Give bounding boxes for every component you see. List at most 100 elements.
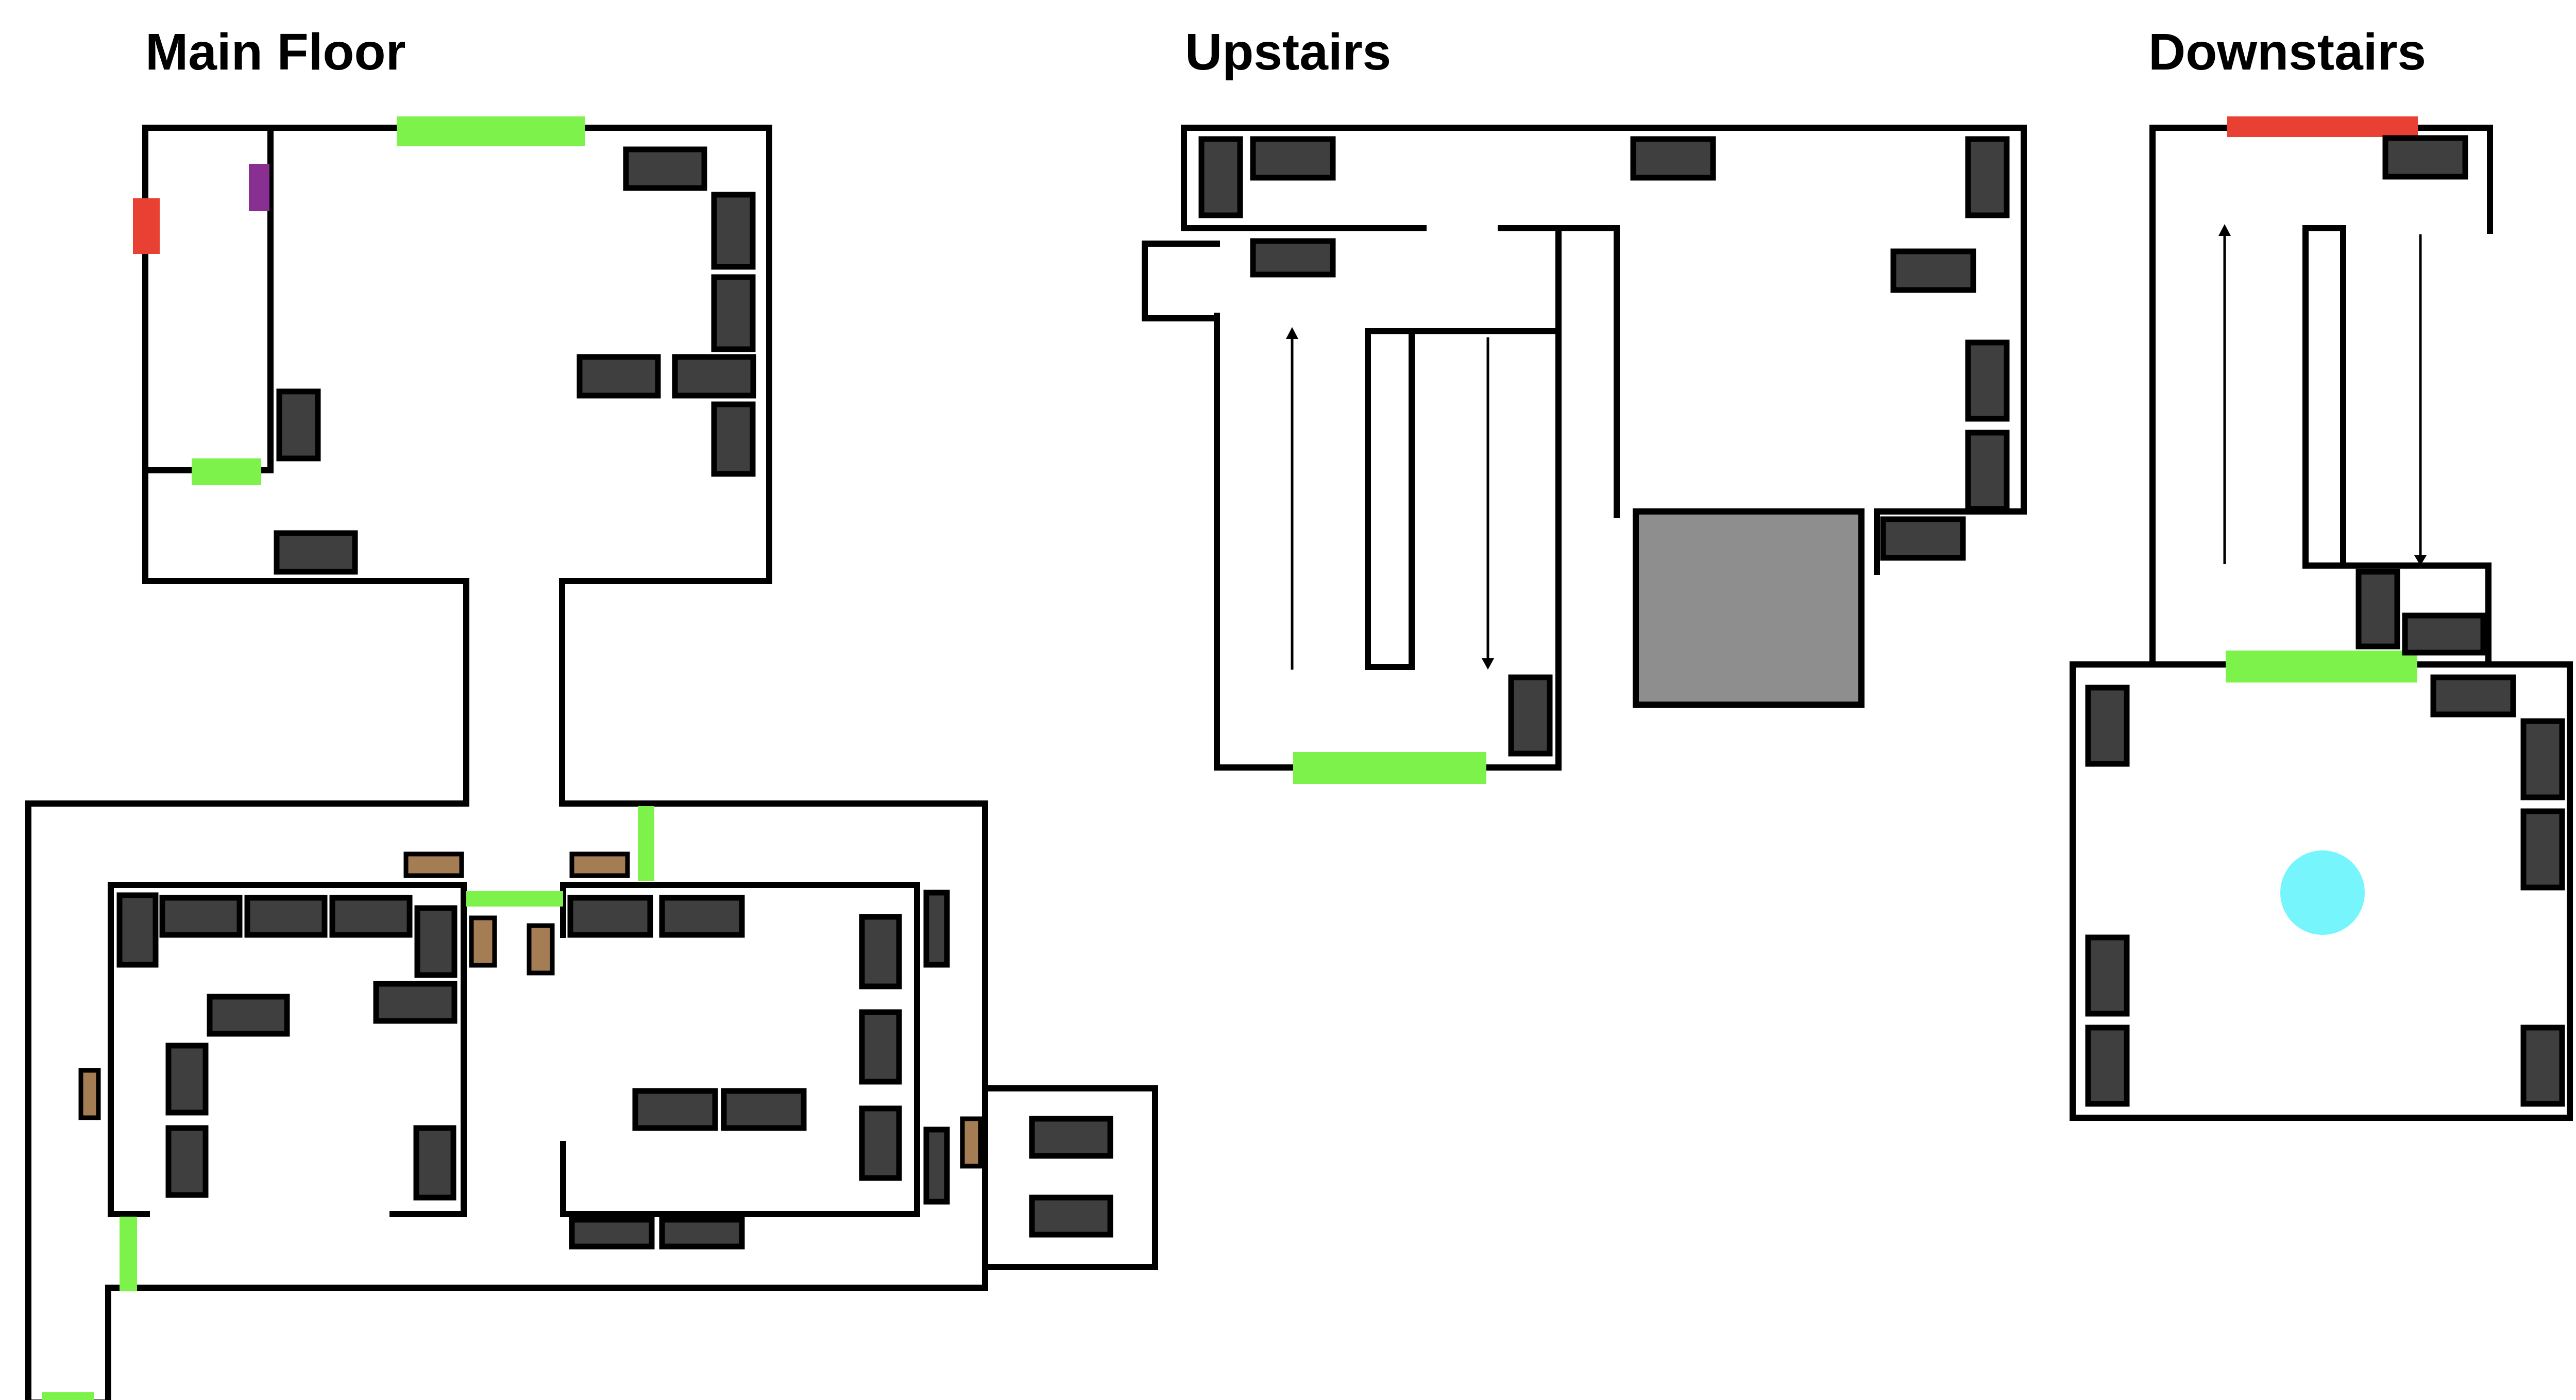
main-furniture-piece [1029,1116,1113,1159]
main-right-room-furniture [567,890,1113,1250]
upstairs-furniture-piece [1508,674,1553,757]
upstairs-furniture-piece [1890,248,1976,293]
upstairs-furniture-piece [1630,136,1716,181]
stair-direction-arrow [2414,555,2427,566]
downstairs-furniture-piece [2085,685,2130,767]
upstairs-furniture-piece [1198,136,1243,218]
main-furniture-piece [373,981,457,1024]
main-furniture-piece [577,354,661,399]
main-furniture-piece [159,895,243,938]
main-furniture-piece [923,1126,950,1205]
main-furniture-piece [623,146,707,191]
main-furniture-piece [721,1088,807,1131]
downstairs-stair-divider [2302,225,2492,668]
upstairs-stair-wall [1214,225,1562,771]
downstairs-furniture-piece [2520,1025,2565,1107]
stair-direction-arrow [2218,224,2231,236]
upstairs-right-wall [1498,225,1620,518]
downstairs-furniture-piece [2430,674,2516,718]
main-furniture-piece [116,892,159,968]
main-open-door-left-lower [120,1217,137,1291]
upstairs-furniture [1198,136,2010,757]
downstairs-furniture-piece [2382,135,2468,180]
main-small-item [527,923,555,976]
main-special-marker [249,164,269,211]
main-furniture-piece [659,1217,745,1250]
main-small-item [469,915,497,968]
downstairs-furniture-piece [2355,569,2400,650]
upstairs-plan [1142,125,2027,784]
main-upper-room-wall [25,125,988,1400]
downstairs-furniture-piece [2085,1025,2130,1107]
downstairs-furniture [2085,135,2565,1107]
downstairs-closed-door-top [2227,116,2418,137]
main-floor-walls [25,125,1158,1400]
main-furniture-piece [711,274,756,352]
main-small-item [403,851,464,878]
main-furniture-piece [711,401,756,477]
main-small-item [78,1068,101,1120]
downstairs-plan [2070,116,2573,1121]
main-small-items [78,851,983,1169]
main-floor-plan [25,116,1158,1400]
main-open-door-inner [192,458,261,485]
upstairs-furniture-piece [1880,516,1966,561]
downstairs-furniture-piece [2520,808,2565,891]
main-furniture-piece [276,388,321,462]
main-upper-divider-wall [142,125,274,473]
main-annex-wall [982,1085,1158,1270]
stair-direction-arrow [1482,658,1494,670]
main-furniture-piece [632,1088,718,1131]
main-open-door-hall-vertical [638,806,654,881]
downstairs-marker-circle [2280,850,2365,935]
main-furniture-piece [859,1105,902,1181]
main-small-item [960,1116,983,1169]
upstairs-furniture-piece [1965,430,2010,512]
main-upper-furniture [274,146,756,575]
main-closed-door-left [133,198,160,254]
upstairs-stair-divider [1365,328,1562,670]
main-furniture-piece [567,895,653,938]
main-furniture-piece [207,994,290,1037]
downstairs-furniture-piece [2520,718,2565,800]
upstairs-furniture-piece [1965,339,2010,422]
main-furniture-piece [413,1125,456,1201]
upstairs-nook-wall [1142,241,1220,321]
main-furniture-piece [672,354,756,399]
main-furniture-piece [569,1217,655,1250]
upstairs-open-door-bottom [1293,752,1486,784]
downstairs-furniture-piece [2402,612,2486,656]
upstairs-walls [1142,125,2027,771]
upstairs-furniture-piece [1965,136,2010,218]
upstairs-stairwell-void [1633,508,1865,708]
main-small-item [569,851,630,878]
main-open-door-bottom [42,1392,94,1400]
downstairs-upper-wall [2149,125,2493,668]
main-furniture-piece [165,1043,209,1116]
main-left-room-wall [108,882,467,1217]
main-left-room-furniture [116,892,457,1201]
main-furniture-piece [923,890,950,968]
main-furniture-piece [274,530,358,575]
main-furniture-piece [859,914,902,989]
downstairs-walls [2070,125,2573,1121]
stair-direction-arrow [1286,327,1298,339]
main-furniture-piece [329,895,413,938]
main-furniture-piece [711,192,756,270]
upstairs-title: Upstairs [1185,23,1391,81]
main-furniture-piece [414,905,457,978]
upstairs-outer-wall [1181,125,2027,575]
downstairs-open-door-stairs [2226,651,2417,682]
main-furniture-piece [165,1125,209,1198]
main-furniture-piece [1029,1194,1113,1238]
downstairs-furniture-piece [2085,934,2130,1017]
main-furniture-piece [859,1009,902,1085]
main-floor-title: Main Floor [145,23,406,81]
upstairs-furniture-piece [1250,136,1336,181]
main-open-door-top [397,116,585,146]
main-furniture-piece [659,895,745,938]
main-furniture-piece [244,895,328,938]
downstairs-title: Downstairs [2148,23,2426,81]
upstairs-furniture-piece [1250,238,1336,278]
